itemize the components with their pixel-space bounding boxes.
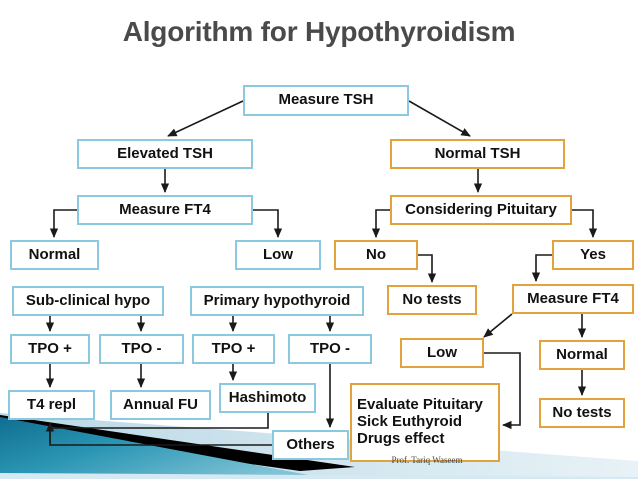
node-t4_repl[interactable]: T4 repl: [8, 390, 95, 420]
node-label-line: Sick Euthyroid: [357, 413, 463, 431]
node-label: Normal: [28, 245, 81, 263]
node-label: Yes: [580, 245, 606, 263]
node-hashimoto[interactable]: Hashimoto: [219, 383, 316, 413]
node-normal_tsh[interactable]: Normal TSH: [390, 139, 565, 169]
node-elevated_tsh[interactable]: Elevated TSH: [77, 139, 253, 169]
node-label: Low: [263, 245, 293, 263]
node-considering_pituitary[interactable]: Considering Pituitary: [390, 195, 572, 225]
node-normal_left[interactable]: Normal: [10, 240, 99, 270]
node-label: No tests: [552, 403, 612, 421]
node-subclinical_hypo[interactable]: Sub-clinical hypo: [12, 286, 164, 316]
node-no_branch[interactable]: No: [334, 240, 418, 270]
node-yes_branch[interactable]: Yes: [552, 240, 634, 270]
node-label: TPO -: [310, 339, 350, 357]
node-label: Annual FU: [123, 395, 198, 413]
node-others[interactable]: Others: [272, 430, 349, 460]
node-label: Normal: [556, 345, 608, 363]
node-measure_tsh[interactable]: Measure TSH: [243, 85, 409, 116]
node-label: TPO -: [121, 339, 162, 357]
author-credit: Prof. Tariq Waseem: [391, 455, 463, 465]
node-tpo_neg_1[interactable]: TPO -: [99, 334, 184, 364]
node-label: No tests: [402, 290, 462, 308]
node-normal_right[interactable]: Normal: [539, 340, 625, 370]
node-annual_fu[interactable]: Annual FU: [110, 390, 211, 420]
node-label: Hashimoto: [228, 388, 307, 406]
node-label: TPO +: [211, 339, 256, 357]
node-measure_ft4_left[interactable]: Measure FT4: [77, 195, 253, 225]
node-label: Others: [286, 435, 335, 453]
node-tpo_pos_2[interactable]: TPO +: [192, 334, 275, 364]
node-low_right[interactable]: Low: [400, 338, 484, 368]
node-label: Sub-clinical hypo: [25, 291, 151, 309]
node-no_tests_right[interactable]: No tests: [539, 398, 625, 428]
node-label: Measure FT4: [119, 200, 211, 218]
node-label: TPO +: [28, 339, 72, 357]
node-label-line: Evaluate Pituitary: [357, 396, 483, 414]
node-label: Measure TSH: [278, 91, 374, 109]
node-primary_hypothyroid[interactable]: Primary hypothyroid: [190, 286, 364, 316]
node-label: Low: [427, 343, 457, 361]
node-label: Primary hypothyroid: [203, 291, 351, 309]
node-label: Normal TSH: [434, 144, 521, 162]
node-no_tests_left[interactable]: No tests: [387, 285, 477, 315]
node-tpo_pos_1[interactable]: TPO +: [10, 334, 90, 364]
node-label-line: Drugs effect: [357, 429, 445, 447]
page-title: Algorithm for Hypothyroidism: [122, 16, 516, 47]
node-label: Measure FT4: [527, 289, 619, 307]
node-low_left[interactable]: Low: [235, 240, 321, 270]
node-label: Considering Pituitary: [405, 200, 557, 218]
node-label: No: [366, 245, 386, 263]
node-label: T4 repl: [26, 395, 77, 413]
node-tpo_neg_2[interactable]: TPO -: [288, 334, 372, 364]
node-label: Elevated TSH: [117, 144, 213, 162]
node-measure_ft4_right[interactable]: Measure FT4: [512, 284, 634, 314]
